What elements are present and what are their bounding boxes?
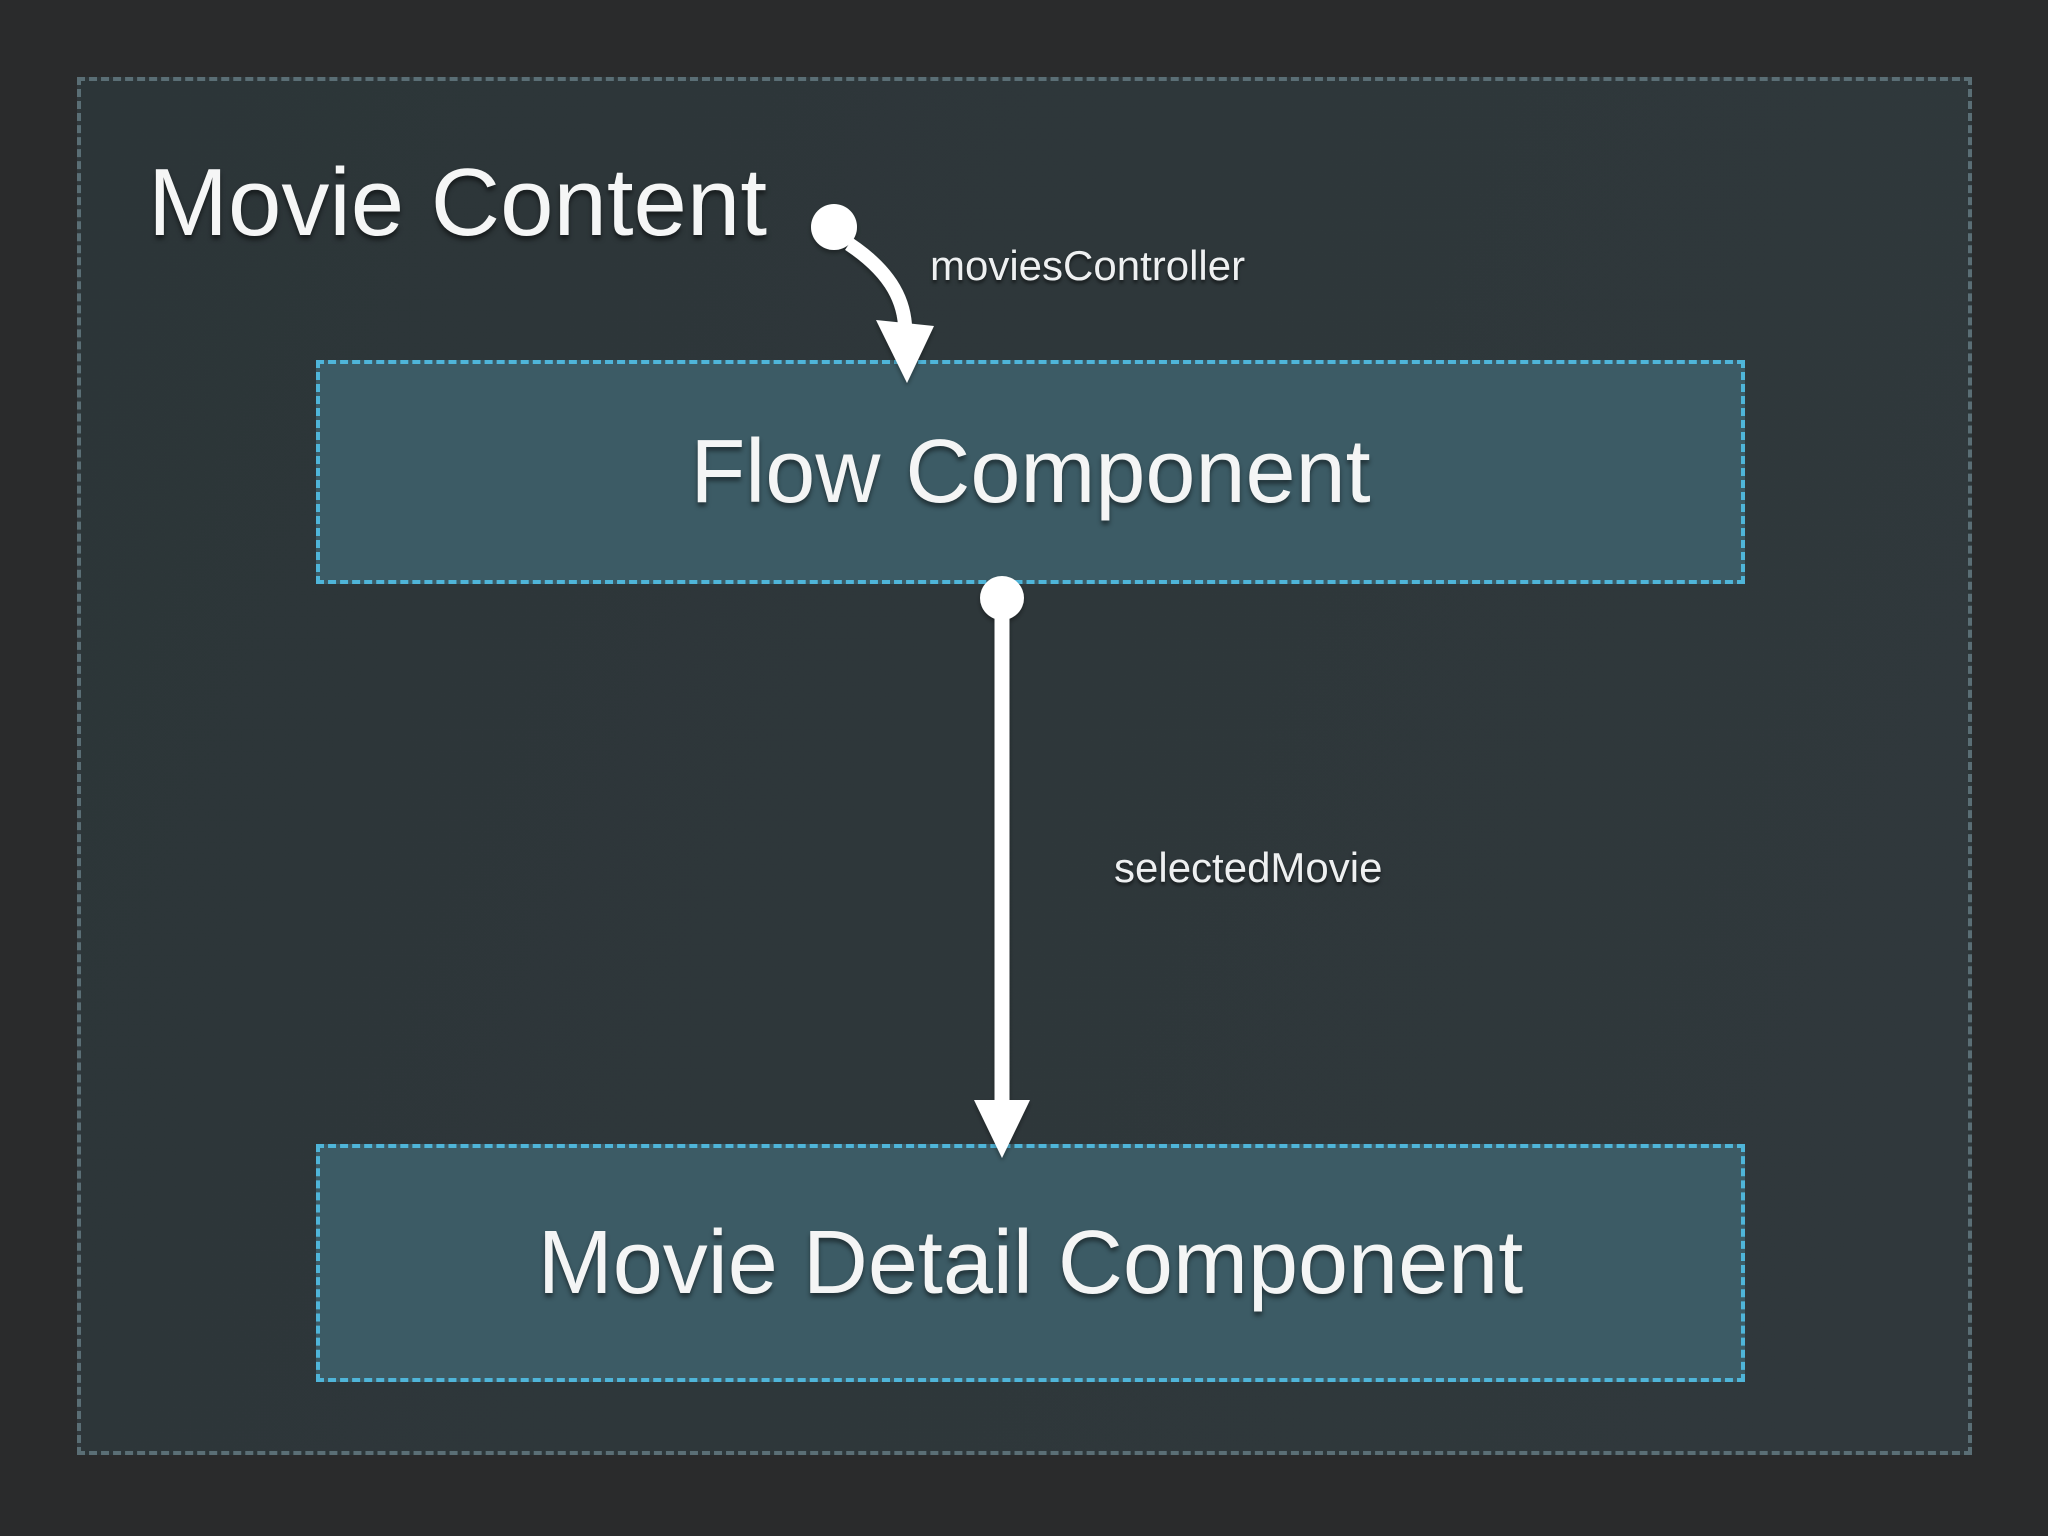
node-flow-component-label: Flow Component [690,421,1371,522]
node-movie-detail-component-label: Movie Detail Component [537,1212,1524,1313]
edge-label-selected-movie: selectedMovie [1114,844,1383,891]
page-title: Movie Content [148,149,767,256]
node-movie-detail-component: Movie Detail Component [316,1144,1745,1382]
node-flow-component: Flow Component [316,360,1745,584]
edge-label-movies-controller: moviesController [930,242,1246,289]
